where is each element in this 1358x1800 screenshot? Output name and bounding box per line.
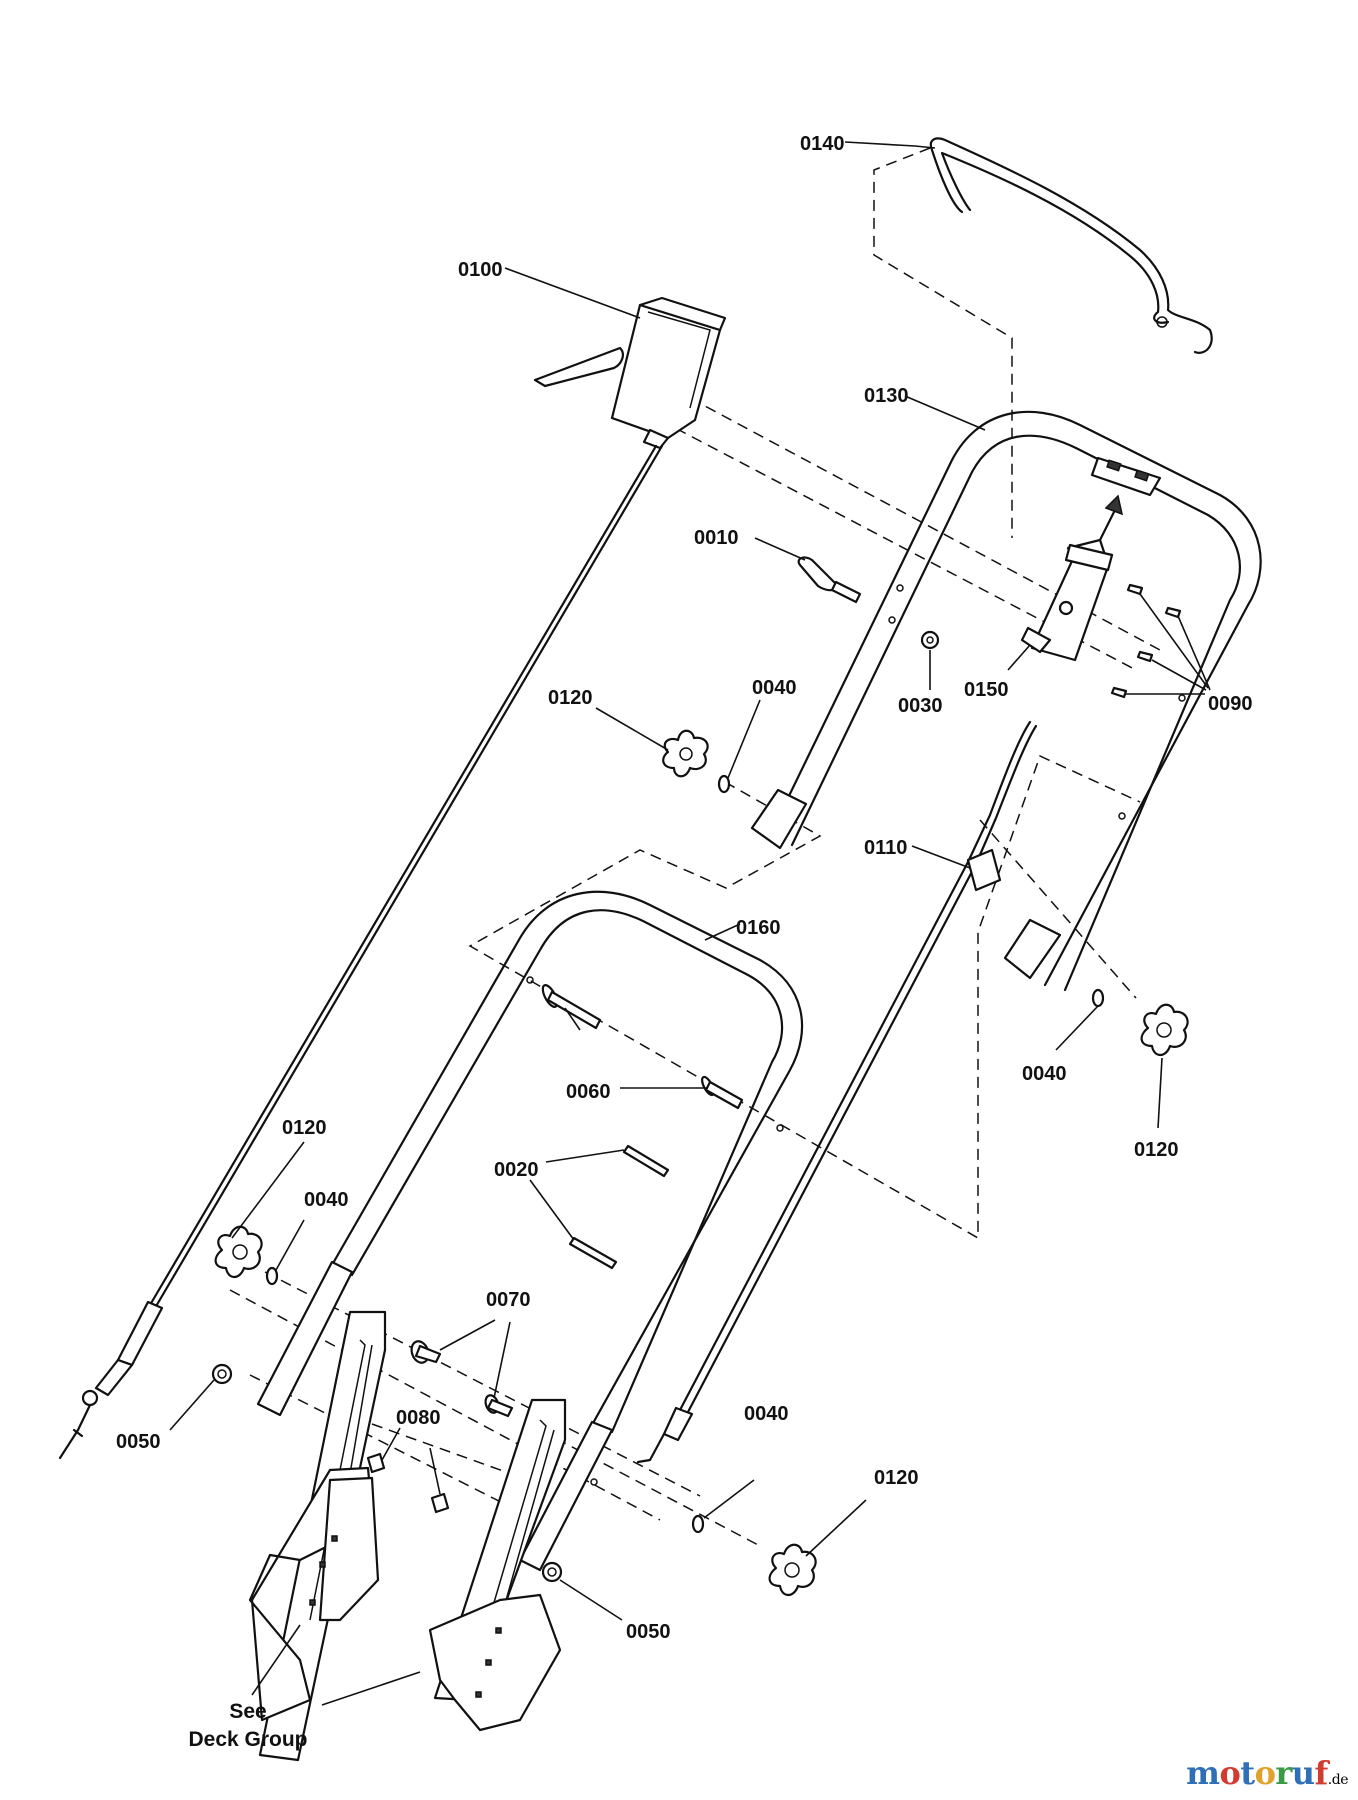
label-0120-a: 0120 [548,687,593,709]
knob-0120-upper [662,729,709,778]
label-0040-a: 0040 [752,677,797,699]
control-cable [58,444,664,1460]
washer-0040-left [265,1266,279,1286]
label-0100: 0100 [458,259,503,281]
label-0040-c: 0040 [304,1189,349,1211]
watermark-letter: f [1314,1754,1329,1792]
label-0110: 0110 [864,837,907,859]
washer-0040-lower-right [691,1514,705,1534]
nut-0050-right [541,1561,563,1583]
pins-0020 [568,1144,670,1270]
upper-handle-0130 [750,410,1262,992]
label-0120-c: 0120 [282,1117,327,1139]
carriage-bolts-0070 [410,1340,514,1418]
label-0160: 0160 [736,917,781,939]
watermark-letter: u [1291,1754,1315,1792]
label-0030: 0030 [898,695,943,717]
cable-clip-0110 [636,720,1038,1464]
clevis-pin-0010 [797,556,862,604]
label-0050-a: 0050 [116,1431,161,1453]
label-0120-b: 0120 [1134,1139,1179,1161]
watermark-logo: motoruf.de [1186,1754,1348,1792]
bracket-right [428,1398,567,1732]
label-0040-b: 0040 [1022,1063,1067,1085]
label-0120-d: 0120 [874,1467,919,1489]
label-0140: 0140 [800,133,845,155]
watermark-letter: r [1275,1754,1292,1792]
knob-0120-lower-left [214,1225,263,1279]
watermark-letter: t [1240,1754,1255,1792]
washer-0040-right [1091,988,1105,1008]
watermark-letters: motoruf [1186,1754,1328,1792]
watermark-letter: o [1219,1754,1241,1792]
label-0050-b: 0050 [626,1621,671,1643]
see-note-line1: See [229,1700,266,1723]
label-0070: 0070 [486,1289,531,1311]
watermark-suffix: .de [1327,1772,1349,1788]
label-0080: 0080 [396,1407,441,1429]
label-0020: 0020 [494,1159,539,1181]
label-0010: 0010 [694,527,739,549]
leader-lines [169,141,1211,1706]
label-0130: 0130 [864,385,909,407]
control-box-0100 [533,296,727,450]
see-note-line2: Deck Group [188,1728,307,1751]
lower-handle-0160 [256,890,804,1572]
knob-0120-right [1140,1003,1189,1057]
knob-0120-lower-right [768,1543,817,1597]
tag-plate-0150 [1020,538,1114,662]
watermark-letter: o [1254,1754,1276,1792]
washer-0040-upper [717,774,731,794]
watermark-letter: m [1186,1754,1220,1792]
nut-0050-left [211,1363,233,1385]
nut-0030 [920,630,940,650]
carriage-bolts-0060 [541,984,744,1110]
label-0040-d: 0040 [744,1403,789,1425]
hex-bolts-0080 [366,1452,450,1514]
bracket-left [248,1310,387,1762]
label-0090: 0090 [1208,693,1253,715]
label-0060: 0060 [566,1081,611,1103]
callout-labels: 0140 0100 0130 0010 0040 0120 0030 0150 … [116,133,1253,1751]
arrow-up-icon [1098,494,1124,542]
label-0150: 0150 [964,679,1009,701]
bail-rod-0140 [929,137,1213,354]
